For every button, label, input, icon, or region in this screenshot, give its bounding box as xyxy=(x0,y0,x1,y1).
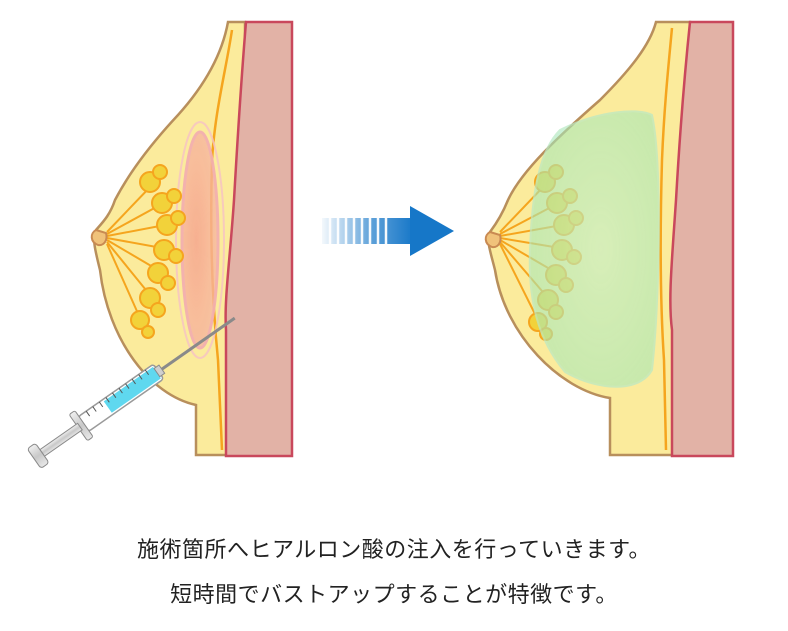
hyaluronic-acid-injection-left xyxy=(180,130,220,350)
caption-line-1: 施術箇所へヒアルロン酸の注入を行っていきます。 xyxy=(137,538,651,563)
mammary-glands-left xyxy=(106,164,186,339)
nipple-left xyxy=(90,228,108,247)
chest-wall-right xyxy=(669,20,735,458)
caption-line-2: 短時間でバストアップすることが特徴です。 xyxy=(170,583,618,608)
hyaluronic-acid-filled-right xyxy=(528,110,660,388)
breast-fat-left xyxy=(92,20,247,457)
nipple-right xyxy=(484,230,502,249)
syringe-icon xyxy=(27,316,236,468)
breast-after-injection xyxy=(484,20,735,458)
arrow-right-icon xyxy=(322,206,454,256)
breast-augmentation-illustration xyxy=(27,20,735,468)
